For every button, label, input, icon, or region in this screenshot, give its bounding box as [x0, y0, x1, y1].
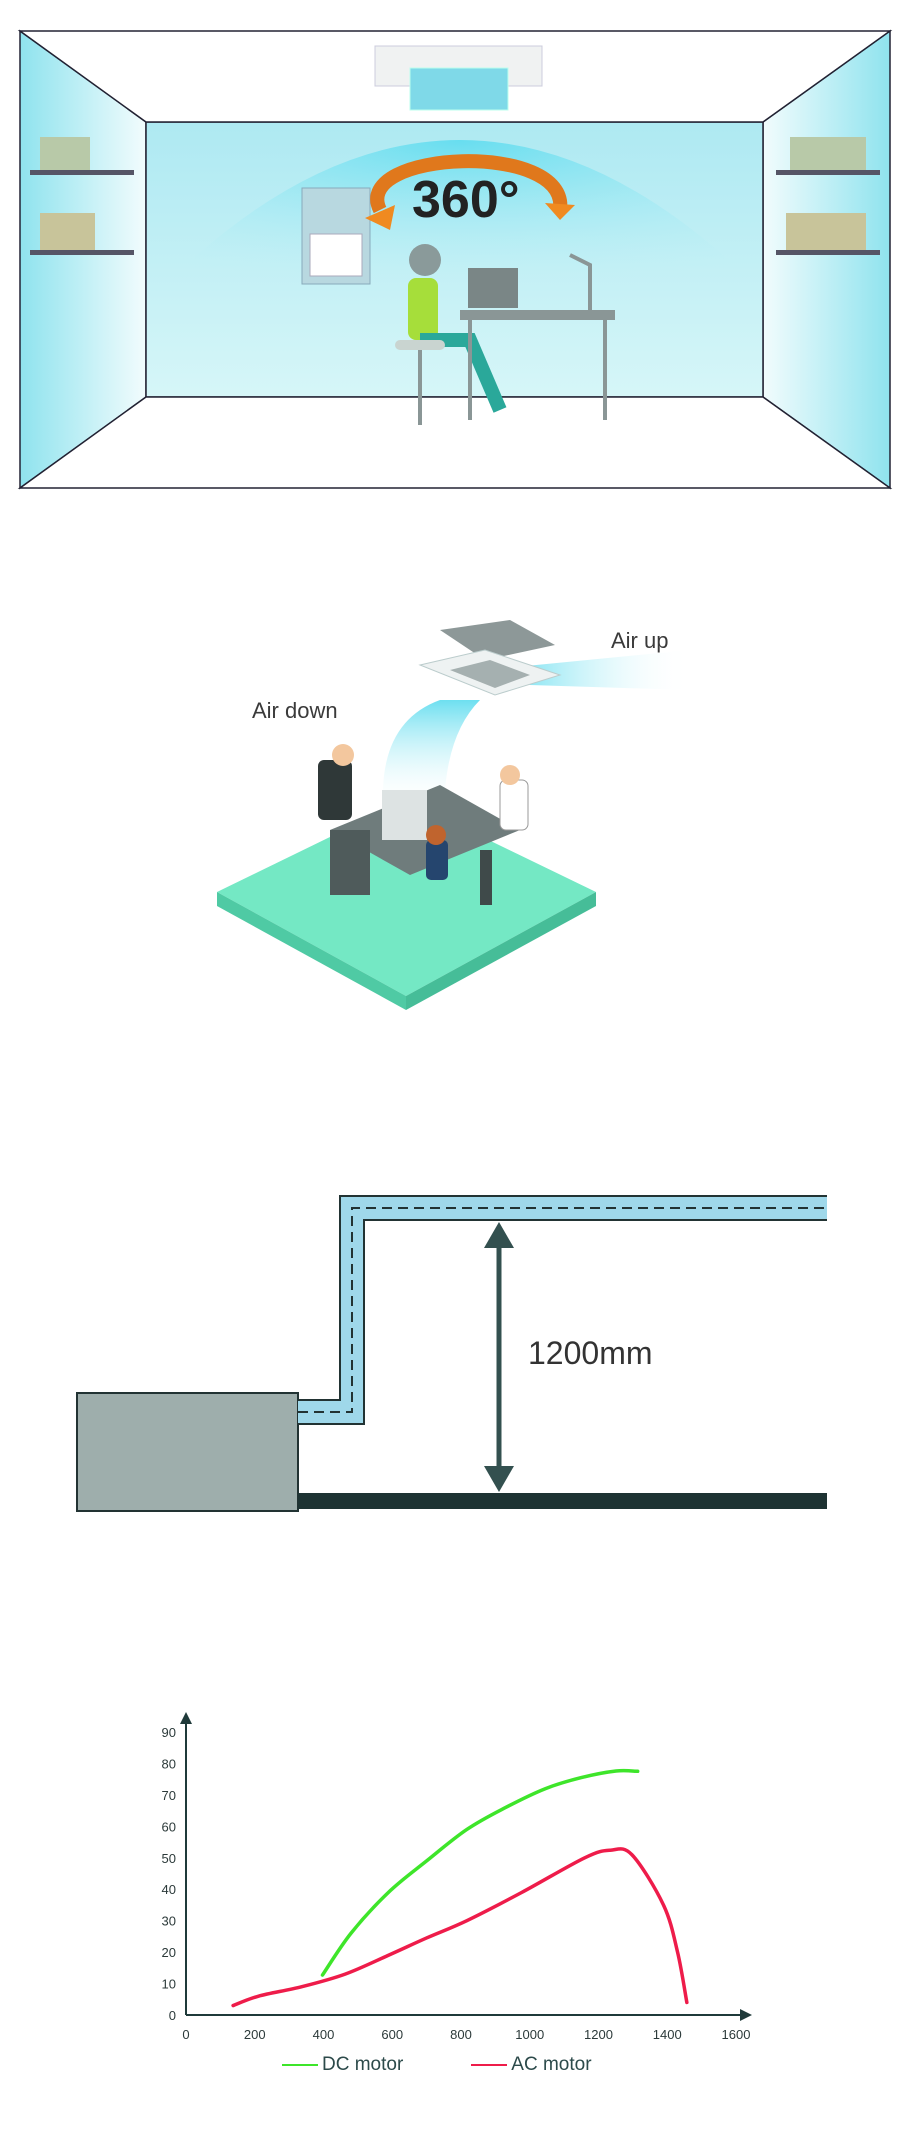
monitor [382, 790, 427, 840]
chart-legend: DC motor AC motor [282, 2054, 592, 2076]
y-tick-label: 80 [162, 1756, 176, 1771]
lift-height-label: 1200mm [528, 1335, 653, 1371]
room-360-illustration: 360° [0, 0, 908, 500]
y-tick-label: 10 [162, 1977, 176, 1992]
y-tick-label: 20 [162, 1945, 176, 1960]
y-tick-label: 90 [162, 1725, 176, 1740]
air-down-label: Air down [252, 698, 338, 723]
chart-svg: 0 200 400 600 800 1000 1200 1400 1600 0 10 20 30 40 50… [162, 1712, 752, 2042]
person-right [499, 779, 529, 831]
x-tick-label: 400 [313, 2027, 335, 2042]
y-tick-label: 70 [162, 1788, 176, 1803]
y-tick-label: 30 [162, 1914, 176, 1929]
legend-label-ac: AC motor [511, 2054, 592, 2075]
series-line-dc-motor [320, 1768, 640, 1977]
air-up-beam [505, 650, 690, 690]
air-up-label: Air up [611, 628, 669, 653]
indoor-unit-box [76, 1392, 299, 1512]
legend-swatch-ac [471, 2064, 508, 2066]
arrow-down-icon [484, 1466, 514, 1492]
drain-lift-drawing [76, 1195, 827, 1512]
person-left [318, 760, 352, 820]
x-tick-label: 0 [182, 2027, 189, 2042]
office-drawing [217, 620, 690, 1010]
drain-lift-diagram: 1200mm [0, 1180, 908, 1530]
x-tick-label: 800 [450, 2027, 472, 2042]
office-airflow-illustration: Air up Air down [0, 590, 908, 1010]
x-tick-label: 200 [244, 2027, 266, 2042]
drain-pipe-outline [298, 1195, 827, 1425]
bookshelves [30, 137, 880, 255]
y-axis-arrow-icon [180, 1712, 192, 1724]
series-line-ac-motor [231, 1847, 689, 2008]
x-tick-label: 1400 [653, 2027, 682, 2042]
x-tick-label: 1600 [722, 2027, 751, 2042]
floor [17, 396, 893, 489]
y-tick-label: 60 [162, 1819, 176, 1834]
cassette-grille [409, 67, 509, 111]
air-down-beam [383, 700, 480, 790]
x-tick-label: 600 [381, 2027, 403, 2042]
rotation-arrow-icon [370, 154, 568, 214]
floor-bar [298, 1493, 827, 1509]
y-tick-label: 40 [162, 1882, 176, 1897]
person-front [426, 840, 448, 880]
water-flow-line [298, 1207, 827, 1413]
rotation-label: 360° [412, 171, 520, 229]
person-at-desk [395, 244, 615, 425]
y-tick-label: 50 [162, 1851, 176, 1866]
y-tick-label: 0 [169, 2008, 176, 2023]
x-axis-arrow-icon [740, 2009, 752, 2021]
cassette-body [440, 620, 555, 660]
drain-pipe [298, 1197, 827, 1423]
motor-efficiency-chart: 0 200 400 600 800 1000 1200 1400 1600 0 10 20 30 40 50… [0, 1700, 908, 2134]
x-tick-label: 1200 [584, 2027, 613, 2042]
room-drawing [17, 29, 893, 490]
legend-swatch-dc [282, 2064, 318, 2066]
arrow-up-icon [484, 1222, 514, 1248]
floor-platform [217, 800, 596, 996]
legend-label-dc: DC motor [322, 2054, 404, 2075]
x-tick-label: 1000 [515, 2027, 544, 2042]
